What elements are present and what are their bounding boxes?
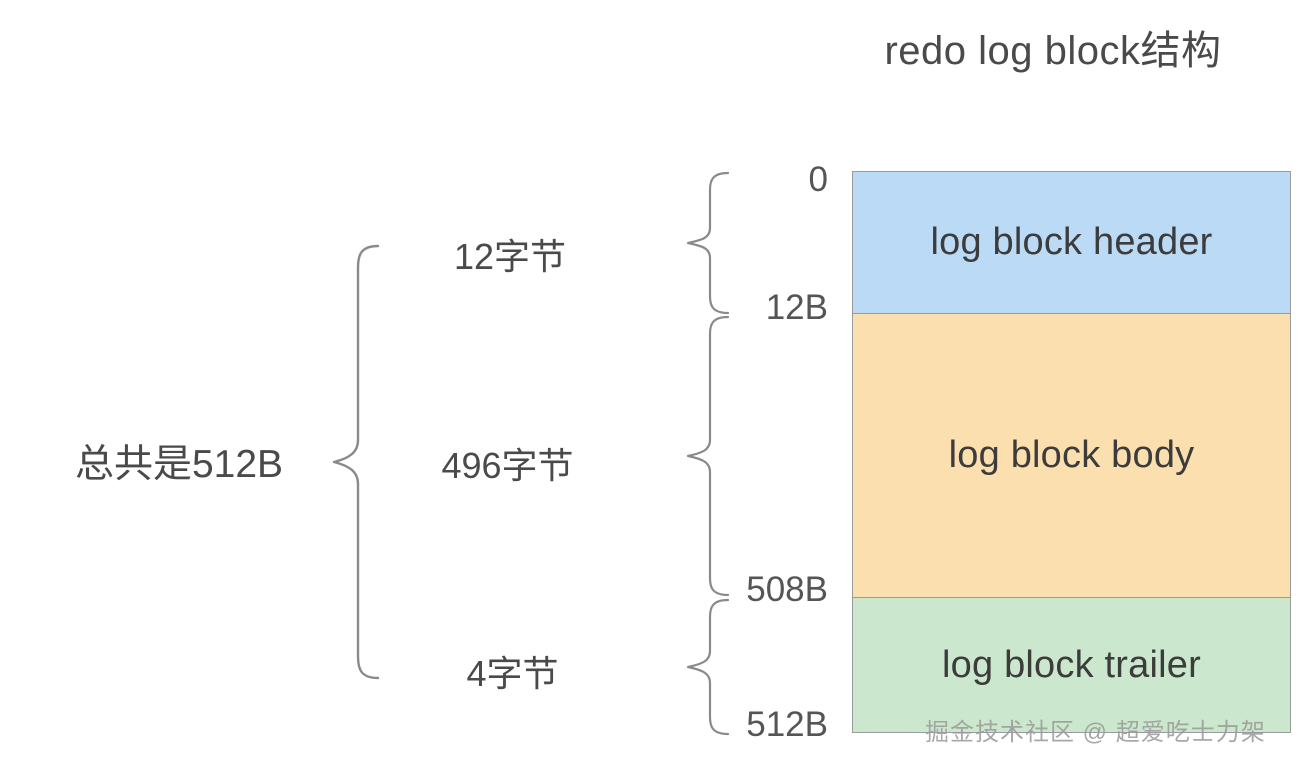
offset-label-512b: 512B [746, 705, 828, 744]
segment-size-label-header: 12字节 [453, 236, 567, 277]
block-label-header: log block header [930, 221, 1213, 263]
watermark: 掘金技术社区 @ 超爱吃士力架 [925, 719, 1266, 746]
brace-body [686, 315, 730, 597]
brace-total [332, 244, 380, 680]
block-label-trailer: log block trailer [942, 643, 1201, 686]
offset-label-0: 0 [808, 160, 828, 199]
page-title: redo log block结构 [884, 29, 1222, 73]
block-log-block-header: log block header [852, 171, 1291, 314]
segment-size-label-trailer: 4字节 [466, 653, 559, 694]
segment-size-label-body: 496字节 [441, 445, 574, 486]
block-log-block-body: log block body [852, 313, 1291, 598]
total-size-label: 总共是512B [74, 443, 284, 486]
block-structure-column: log block header log block body log bloc… [852, 171, 1291, 733]
offset-label-508b: 508B [746, 570, 828, 609]
block-label-body: log block body [948, 434, 1195, 476]
block-log-block-trailer: log block trailer [852, 597, 1291, 733]
offset-label-12b: 12B [765, 288, 828, 327]
